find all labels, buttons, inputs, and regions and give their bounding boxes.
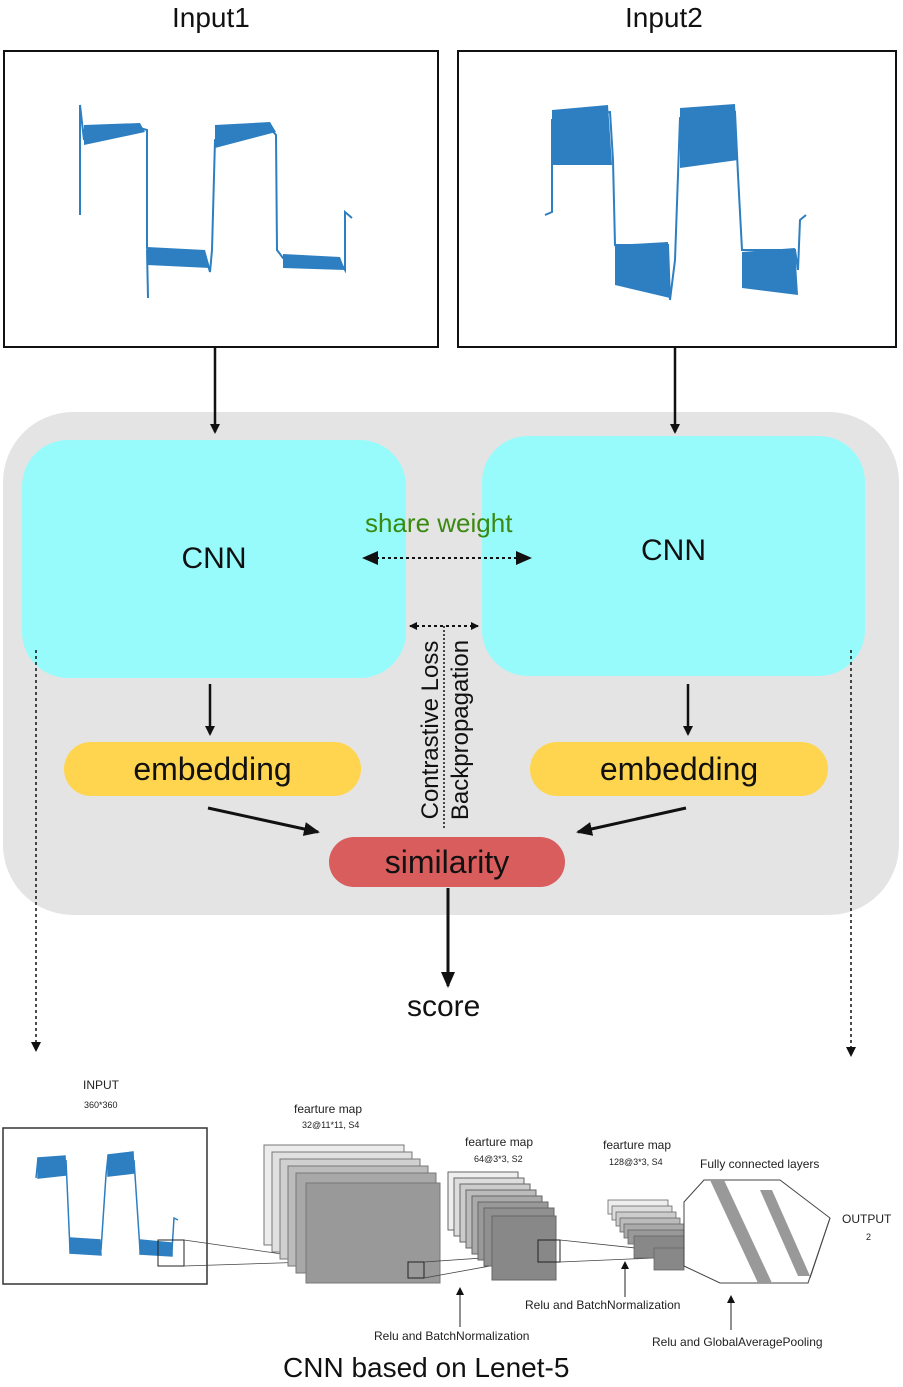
similarity-label: similarity [384,843,510,880]
lenet-caption: CNN based on Lenet-5 [283,1352,570,1383]
cnn-right-label: CNN [641,534,706,567]
lenet-input-waveform [35,1151,179,1257]
output-label: OUTPUT [842,1212,892,1226]
fm2-label: fearture map [465,1135,534,1149]
feature-map-1-stack [263,1144,441,1284]
cnn-left: CNN [22,440,406,678]
input2-signal-waveform [544,104,807,301]
embedding-left-label: embedding [133,750,292,787]
lenet-input-kernel [157,1239,185,1267]
lenet-input-box [2,1127,208,1285]
input1-title: Input1 [172,2,250,33]
arrow-embedding-right-to-similarity [576,806,687,836]
arrow-embedding-left-to-similarity [207,806,320,836]
relu1-label: Relu and BatchNormalization [374,1329,530,1343]
input1-signal-waveform [79,104,353,299]
fc-label: Fully connected layers [700,1157,820,1171]
feature-map-3-stack [607,1199,689,1271]
share-weight-label: share weight [365,508,513,538]
similarity-node: similarity [329,837,565,887]
relu3-label: Relu and GlobalAveragePooling [652,1335,823,1349]
feature-map-2-stack [447,1171,561,1281]
embedding-left: embedding [64,742,361,796]
fm3-label: fearture map [603,1138,672,1152]
output-size: 2 [866,1232,872,1242]
lenet-input-label: INPUT [83,1078,119,1092]
fm1-size: 32@11*11, S4 [302,1120,360,1130]
relu2-label: Relu and BatchNormalization [525,1298,681,1312]
input2-title: Input2 [625,2,703,33]
input1-signal-box [3,50,439,348]
embedding-right: embedding [530,742,828,796]
cnn-right: CNN [482,436,865,676]
lenet-input-size: 360*360 [84,1100,118,1110]
score-label: score [407,990,481,1023]
cnn-left-label: CNN [181,542,247,575]
fm3-size: 128@3*3, S4 [609,1157,663,1167]
fully-connected-layers [683,1179,831,1284]
embedding-right-label: embedding [599,750,759,787]
fm2-size: 64@3*3, S2 [474,1154,523,1164]
fm1-label: fearture map [294,1102,363,1116]
